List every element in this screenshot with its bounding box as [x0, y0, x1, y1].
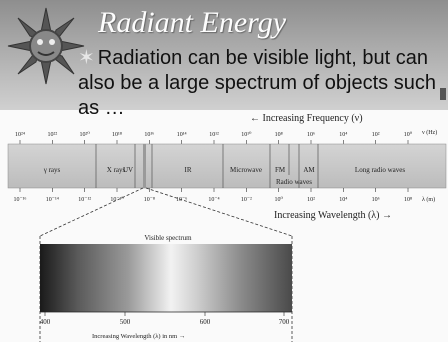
region-am: AM	[303, 166, 315, 174]
sun-logo-icon	[7, 7, 85, 85]
bullet-star-icon: ✶	[78, 47, 95, 69]
visible-spectrum-title: Visible spectrum	[144, 234, 192, 242]
slide-title: Radiant Energy	[98, 6, 287, 39]
frequency-tick-2: 10²⁰	[80, 131, 91, 138]
frequency-tick-8: 10⁸	[275, 132, 283, 138]
wavelength-label: Increasing Wavelength (λ) →	[274, 210, 392, 221]
frequency-tick-1: 10²²	[48, 132, 58, 138]
frequency-tick-0: 10²⁴	[15, 132, 25, 138]
spectrum-band	[7, 143, 447, 189]
frequency-tick-10: 10⁴	[339, 132, 347, 138]
wavelength-tick-10: 10⁴	[339, 197, 347, 203]
visible-tick-600: 600	[200, 318, 211, 326]
region-x-rays: X rays	[107, 166, 126, 174]
wavelength-tick-3: 10⁻¹⁰	[110, 196, 124, 203]
wavelength-tick-2: 10⁻¹²	[78, 197, 91, 203]
visible-tick-700: 700	[279, 318, 290, 326]
slide-nav-marker	[440, 88, 446, 100]
slide-bullet: ✶Radiation can be visible light, but can…	[78, 46, 438, 121]
region-fm: FM	[275, 166, 286, 174]
frequency-tick-7: 10¹⁰	[241, 131, 252, 138]
wavelength-tick-0: 10⁻¹⁶	[13, 197, 26, 203]
frequency-label: ← Increasing Frequency (ν)	[250, 113, 363, 124]
frequency-tick-9: 10⁶	[307, 132, 315, 138]
wavelength-tick-12: 10⁸	[404, 197, 412, 203]
frequency-tick-3: 10¹⁸	[112, 132, 122, 138]
wavelength-tick-7: 10⁻²	[241, 197, 252, 203]
frequency-tick-12: 10⁰	[404, 131, 413, 138]
wavelength-tick-8: 10⁰	[274, 196, 283, 203]
region-long-radio-waves: Long radio waves	[355, 166, 405, 174]
region-radio-waves: Radio waves	[276, 178, 312, 186]
region-microwave: Microwave	[230, 166, 262, 174]
wavelength-tick-11: 10⁶	[372, 197, 380, 203]
frequency-tick-4: 10¹⁶	[144, 132, 154, 138]
region-dividers	[95, 144, 319, 188]
visible-axis-label: Increasing Wavelength (λ) in nm →	[92, 333, 185, 340]
region-uv-label: UV	[123, 166, 133, 174]
frequency-ticks: 10²⁴ 10²² 10²⁰ 10¹⁸ 10¹⁶ 10¹⁴ 10¹² 10¹⁰ 10⁸ 10⁶ 10…	[15, 131, 413, 144]
frequency-unit: ν (Hz)	[422, 129, 437, 136]
frequency-tick-5: 10¹⁴	[177, 132, 187, 138]
slide-header: Radiant Energy ✶Radiation can be visible…	[0, 0, 448, 119]
region-ir: IR	[185, 166, 192, 174]
wavelength-tick-6: 10⁻⁴	[208, 197, 219, 203]
visible-spectrum-gradient	[40, 244, 292, 312]
visible-band-marker	[143, 144, 146, 188]
visible-tick-500: 500	[120, 318, 131, 326]
region-gamma-rays: γ rays	[43, 166, 61, 174]
frequency-tick-6: 10¹²	[209, 132, 219, 138]
wavelength-unit: λ (m)	[422, 196, 435, 203]
visible-tick-400: 400	[40, 318, 51, 326]
wavelength-tick-1: 10⁻¹⁴	[46, 197, 59, 203]
bullet-text: Radiation can be visible light, but can …	[78, 47, 436, 119]
wavelength-tick-9: 10²	[307, 197, 315, 203]
wavelength-tick-4: 10⁻⁸	[144, 197, 155, 203]
frequency-tick-11: 10²	[372, 132, 380, 138]
visible-axis-ticks	[44, 312, 285, 316]
